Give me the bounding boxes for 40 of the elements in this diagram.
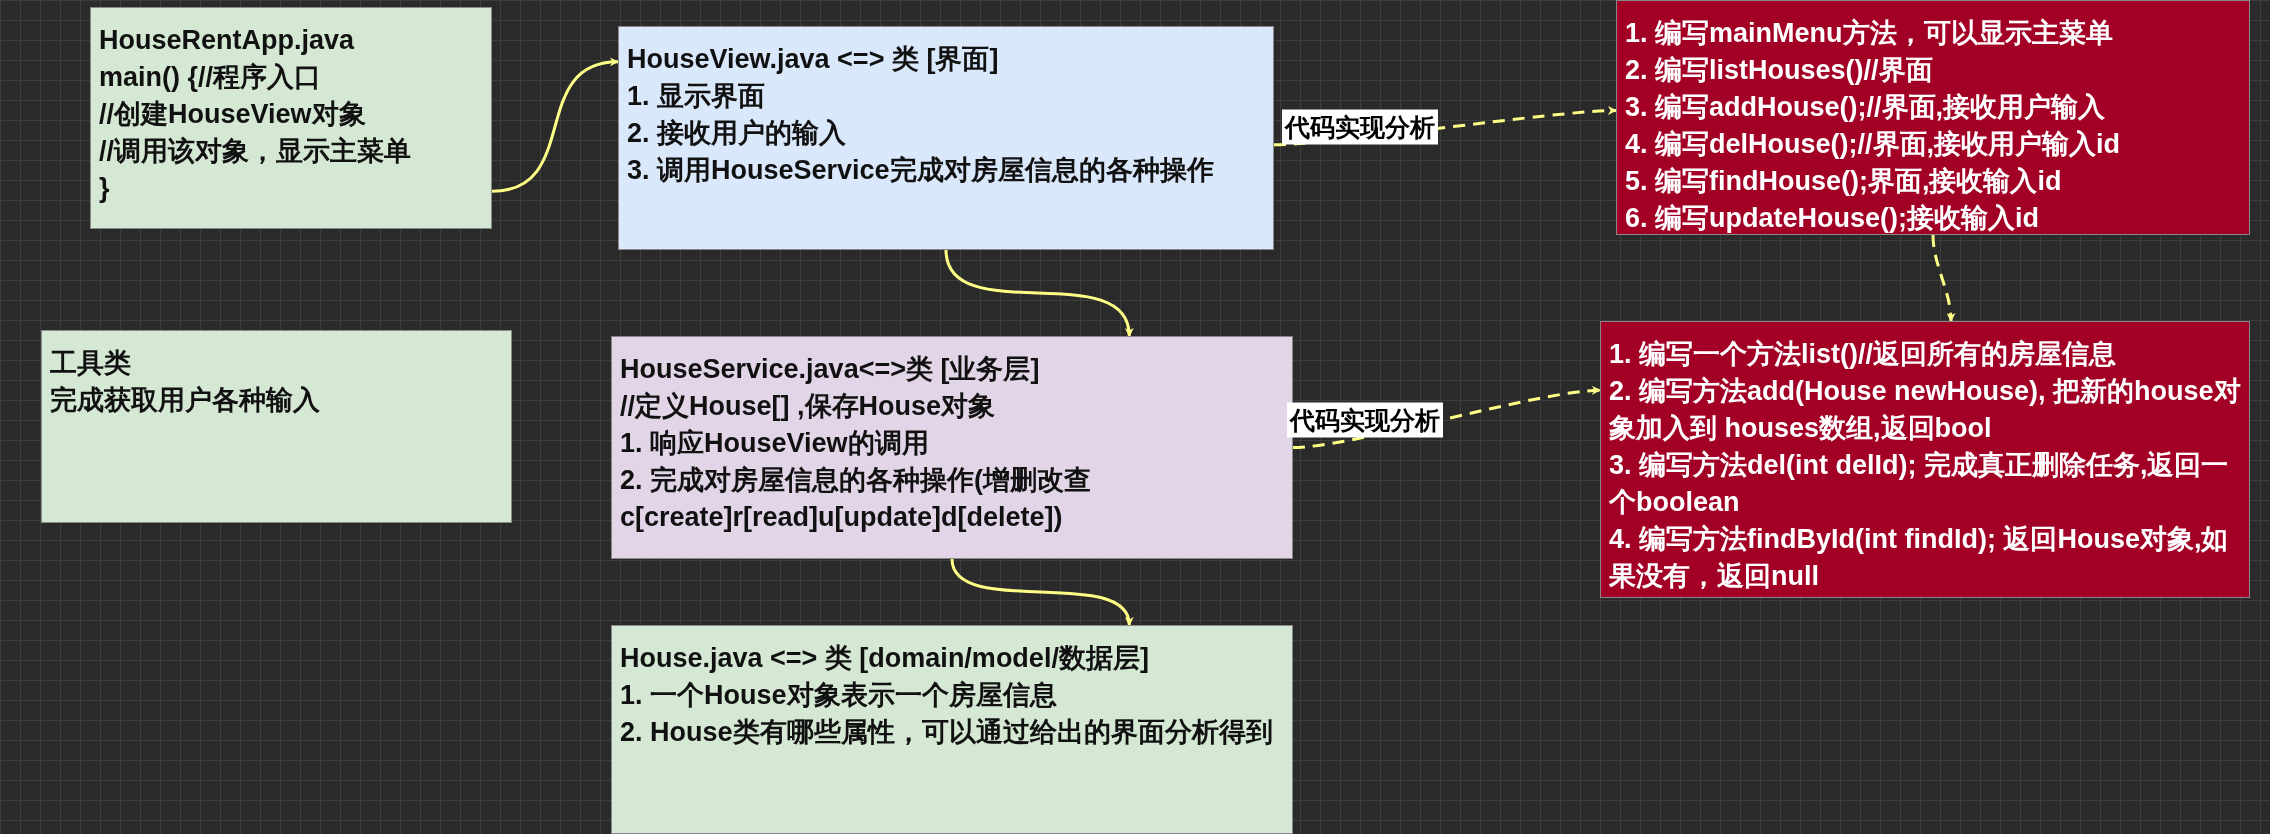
text-line: 3. 调用HouseService完成对房屋信息的各种操作 (627, 154, 1215, 187)
text-line: 3. 编写addHouse();//界面,接收用户输入 (1625, 91, 2106, 124)
text-line: 4. 编写delHouse();//界面,接收用户输入id (1625, 128, 2122, 161)
box-heading: HouseView.java <=> 类 [界面] (627, 43, 1000, 76)
arrow (491, 58, 619, 193)
class-box (611, 625, 1293, 834)
text-line: } (99, 172, 111, 205)
text-line: //创建HouseView对象 (99, 98, 367, 131)
code-box (90, 7, 492, 229)
text-line: 1. 编写mainMenu方法，可以显示主菜单 (1625, 17, 2114, 50)
text-line: //定义House[] ,保存House对象 (620, 390, 997, 423)
arrow (1931, 234, 1956, 322)
task-box (1616, 0, 2250, 235)
class-box (41, 330, 512, 523)
text-line: 3. 编写方法del(int delId); 完成真正删除任务,返回一个boolean (1609, 449, 2230, 519)
class-box (618, 26, 1274, 250)
text-line: 完成获取用户各种输入 (50, 384, 321, 417)
text-line: 1. 一个House对象表示一个房屋信息 (620, 679, 1058, 712)
text-line: 4. 编写方法findById(int findId); 返回House对象,如果没有，返回null (1609, 523, 2230, 593)
text-line: main() {//程序入口 (99, 61, 322, 94)
box-heading: HouseService.java<=>类 [业务层] (620, 353, 1041, 386)
task-box (1600, 321, 2250, 598)
box-heading: HouseRentApp.java (99, 24, 356, 57)
text-line: 2. 编写listHouses()//界面 (1625, 54, 1934, 87)
box-heading: 工具类 (50, 347, 132, 380)
text-line: 2. House类有哪些属性，可以通过给出的界面分析得到 (620, 716, 1274, 749)
text-line: //调用该对象，显示主菜单 (99, 135, 412, 168)
arrow (950, 558, 1132, 626)
text-line: 6. 编写updateHouse();接收输入id (1625, 202, 2040, 235)
text-line: 1. 响应HouseView的调用 (620, 427, 930, 460)
edge-label: 代码实现分析 (1287, 402, 1443, 438)
arrow (944, 249, 1133, 337)
text-line: 1. 显示界面 (627, 80, 767, 113)
text-line: 1. 编写一个方法list()//返回所有的房屋信息 (1609, 338, 2117, 371)
box-heading: House.java <=> 类 [domain/model/数据层] (620, 642, 1150, 675)
text-line: 5. 编写findHouse();界面,接收输入id (1625, 165, 2063, 198)
text-line: 2. 编写方法add(House newHouse), 把新的house对象加入到 houses数组,返回bool (1609, 375, 2241, 445)
text-line: 2. 接收用户的输入 (627, 117, 848, 150)
text-line: 2. 完成对房屋信息的各种操作(增删改查 c[create]r[read]u[update]d[delete]) (620, 464, 1092, 534)
edge-label: 代码实现分析 (1282, 109, 1438, 145)
